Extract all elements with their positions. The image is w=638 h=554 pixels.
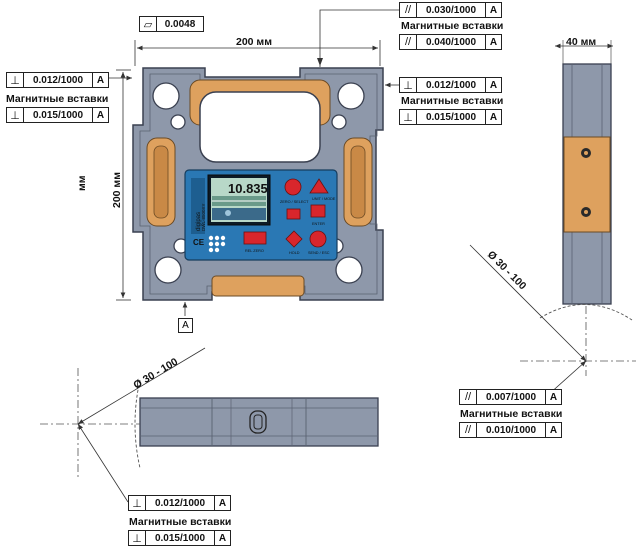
fcf-value: 0.015/1000 bbox=[146, 531, 215, 545]
zero-select-label: ZERO / SELECT bbox=[280, 200, 309, 204]
zero-select-button bbox=[284, 178, 302, 196]
unit-mode-button bbox=[309, 178, 329, 194]
parallelism-icon: // bbox=[460, 390, 477, 404]
fcf-datum: A bbox=[489, 79, 498, 91]
fcf-value: 0.040/1000 bbox=[417, 35, 486, 49]
fcf-value: 0.012/1000 bbox=[146, 496, 215, 510]
fcf-value: 0.007/1000 bbox=[477, 390, 546, 404]
magnetic-inserts-note-bottom: Магнитные вставки bbox=[129, 516, 232, 528]
enter-label: ENTER bbox=[312, 222, 325, 226]
parallelism-icon: // bbox=[400, 3, 417, 17]
fcf-bottom-1: ⊥ 0.012/1000 A bbox=[128, 495, 231, 511]
fcf-datum: A bbox=[489, 4, 498, 16]
leader-arrowhead bbox=[317, 58, 323, 66]
hold-button bbox=[285, 230, 303, 248]
magnetic-inserts-note-left: Магнитные вставки bbox=[6, 93, 109, 105]
send-esc-button bbox=[309, 230, 327, 248]
front-dimensions bbox=[107, 9, 399, 316]
fcf-side-2: // 0.010/1000 A bbox=[459, 422, 562, 438]
perpendicularity-icon: ⊥ bbox=[400, 110, 417, 124]
fcf-value: 0.015/1000 bbox=[24, 108, 93, 122]
model-label: DWL-8500XY bbox=[201, 203, 206, 231]
side-view bbox=[469, 40, 636, 396]
fcf-right-1: ⊥ 0.012/1000 A bbox=[399, 77, 502, 93]
magnetic-inserts-note-top-right: Магнитные вставки bbox=[401, 20, 504, 32]
perpendicularity-icon: ⊥ bbox=[400, 78, 417, 92]
fcf-value: 0.012/1000 bbox=[24, 73, 93, 87]
bottom-magnetic-insert bbox=[211, 275, 305, 297]
perpendicularity-icon: ⊥ bbox=[7, 73, 24, 87]
side-diameter-label: Ø 30 - 100 bbox=[485, 249, 529, 293]
fcf-datum: A bbox=[96, 74, 105, 86]
datum-a-box: A bbox=[178, 318, 193, 333]
unit-mode-label: UNIT / MODE bbox=[312, 197, 336, 201]
width-dimension: 200 мм bbox=[236, 36, 272, 48]
fcf-value: 0.012/1000 bbox=[417, 78, 486, 92]
front-view: digipas DWL-8500XY 10.835 ZERO / SELECT … bbox=[132, 67, 384, 301]
logo-dots bbox=[208, 235, 226, 253]
fcf-top-right-1: // 0.030/1000 A bbox=[399, 2, 502, 18]
fcf-value: 0.030/1000 bbox=[417, 3, 486, 17]
lcd-reading: 10.835 bbox=[228, 181, 268, 196]
perpendicularity-icon: ⊥ bbox=[129, 531, 146, 545]
bottom-level-vial bbox=[249, 410, 267, 434]
magnetic-inserts-note-right: Магнитные вставки bbox=[401, 95, 504, 107]
perpendicularity-icon: ⊥ bbox=[7, 108, 24, 122]
flatness-icon: ▱ bbox=[140, 17, 157, 31]
flatness-frame: ▱ 0.0048 bbox=[139, 16, 204, 32]
height-unit-label: мм bbox=[76, 175, 88, 191]
perpendicularity-icon: ⊥ bbox=[129, 496, 146, 510]
fcf-side-1: // 0.007/1000 A bbox=[459, 389, 562, 405]
fcf-left-2: ⊥ 0.015/1000 A bbox=[6, 107, 109, 123]
fcf-datum: A bbox=[549, 424, 558, 436]
enter-button bbox=[286, 208, 301, 220]
fcf-value: 0.010/1000 bbox=[477, 423, 546, 437]
rel-zero-label: REL ZERO bbox=[245, 249, 264, 253]
hold-label: HOLD bbox=[289, 251, 300, 255]
ce-mark: CE bbox=[193, 238, 205, 247]
bottom-diameter-label: Ø 30 - 100 bbox=[131, 356, 180, 392]
parallelism-icon: // bbox=[460, 423, 477, 437]
rel-zero-button bbox=[243, 231, 267, 245]
fcf-datum: A bbox=[489, 111, 498, 123]
fcf-right-2: ⊥ 0.015/1000 A bbox=[399, 109, 502, 125]
height-dimension: 200 мм bbox=[111, 172, 123, 208]
fcf-value: 0.015/1000 bbox=[417, 110, 486, 124]
send-esc-label: SEND / ESC bbox=[308, 251, 330, 255]
bottom-view bbox=[40, 347, 379, 503]
handle-opening bbox=[199, 91, 321, 163]
magnetic-inserts-note-side: Магнитные вставки bbox=[460, 408, 563, 420]
parallelism-icon: // bbox=[400, 35, 417, 49]
fcf-datum: A bbox=[489, 36, 498, 48]
fcf-top-right-2: // 0.040/1000 A bbox=[399, 34, 502, 50]
fcf-datum: A bbox=[96, 109, 105, 121]
bottom-housing bbox=[139, 397, 379, 447]
flatness-value: 0.0048 bbox=[164, 18, 196, 30]
fcf-bottom-2: ⊥ 0.015/1000 A bbox=[128, 530, 231, 546]
fcf-datum: A bbox=[218, 532, 227, 544]
fcf-left-1: ⊥ 0.012/1000 A bbox=[6, 72, 109, 88]
fcf-datum: A bbox=[218, 497, 227, 509]
device-buttons bbox=[243, 178, 329, 248]
brand-label: digipas bbox=[196, 212, 202, 231]
fcf-datum: A bbox=[549, 391, 558, 403]
